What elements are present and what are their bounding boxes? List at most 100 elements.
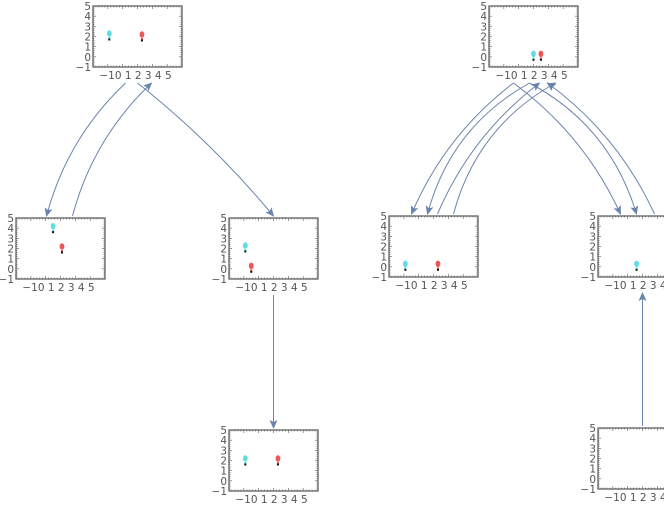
y-tick-label: 5: [84, 1, 91, 13]
y-tick-label: 0: [589, 474, 596, 486]
edges-layer: [44, 82, 655, 429]
cyan-point-dot: [244, 250, 247, 253]
y-tick-label: 3: [589, 231, 596, 243]
y-tick-label: 3: [380, 231, 387, 243]
y-tick-label: 1: [84, 42, 91, 54]
y-tick-label: −1: [581, 484, 596, 496]
y-tick-label: 1: [7, 254, 14, 266]
cyan-point: [50, 222, 56, 230]
y-tick-label: 2: [480, 32, 487, 44]
edge-A-to-B: [44, 82, 126, 217]
y-tick-label: 4: [7, 223, 14, 235]
cyan-point-tail: [244, 248, 247, 252]
edge-E-to-F: [425, 82, 530, 215]
y-tick-label: 2: [380, 242, 387, 254]
edge-E-to-G: [513, 82, 621, 215]
red-point-dot: [250, 270, 253, 273]
cyan-point: [106, 30, 112, 37]
red-point-dot: [140, 39, 143, 42]
y-tick-label: 0: [7, 264, 14, 276]
y-tick-label: 5: [480, 1, 487, 13]
y-tick-label: 3: [84, 21, 91, 33]
y-tick-label: 3: [7, 233, 14, 245]
x-tick-labels: −10 1 2 3 4 5: [99, 70, 171, 82]
red-point: [248, 262, 254, 270]
plot-frame: [228, 217, 319, 280]
y-tick-label: 2: [220, 456, 227, 468]
cyan-point-tail: [52, 229, 55, 233]
y-tick-label: 1: [589, 252, 596, 264]
red-point: [435, 260, 441, 268]
red-point-dot: [60, 251, 63, 254]
y-tick-label: −1: [212, 274, 227, 286]
cyan-point-tail: [244, 462, 247, 465]
plot-frame: [597, 427, 664, 490]
x-tick-labels: −10 1 2 3 4 5: [235, 282, 307, 294]
edge-F-to-E: [437, 82, 541, 215]
y-tick-label: 0: [220, 476, 227, 488]
y-tick-label: 5: [220, 213, 227, 225]
red-point-tail: [60, 250, 63, 253]
plot-frame: [92, 5, 183, 68]
cyan-point-tail: [404, 267, 407, 270]
x-tick-labels: −10 1 2 3 4 5: [235, 494, 307, 506]
y-tick-label: 3: [220, 445, 227, 457]
y-tick-label: 4: [380, 221, 387, 233]
y-tick-label: 1: [589, 464, 596, 476]
plot-frame: [228, 429, 319, 492]
y-tick-label: 4: [589, 221, 596, 233]
red-point-dot: [276, 463, 279, 466]
cyan-point-dot: [404, 268, 407, 271]
plot-frame: [388, 215, 479, 278]
plot-frame: [597, 215, 664, 278]
y-tick-label: 3: [589, 443, 596, 455]
x-tick-labels: −10 1 2 3 4 5: [395, 280, 467, 292]
y-tick-label: −1: [581, 272, 596, 284]
red-point-tail: [436, 267, 439, 270]
x-tick-labels: −10 1 2 3 4 5: [495, 70, 567, 82]
y-tick-label: −1: [472, 62, 487, 74]
y-tick-label: 1: [220, 466, 227, 478]
cyan-point: [242, 242, 248, 249]
red-point-tail: [250, 269, 253, 272]
y-tick-label: 3: [220, 233, 227, 245]
edge-B-to-A: [72, 82, 153, 217]
y-tick-label: 1: [480, 42, 487, 54]
y-tick-label: 1: [220, 254, 227, 266]
y-tick-label: 2: [84, 32, 91, 44]
y-tick-label: −1: [76, 62, 91, 74]
cyan-point-tail: [635, 267, 638, 270]
cyan-point: [634, 260, 639, 268]
y-tick-label: 4: [220, 223, 227, 235]
cyan-point-dot: [635, 268, 638, 271]
cyan-point: [242, 455, 248, 462]
cyan-point-tail: [108, 36, 111, 40]
x-tick-labels: −10 1 2 3 4 5: [604, 280, 664, 292]
y-tick-label: 4: [589, 433, 596, 445]
red-point-tail: [140, 38, 143, 41]
edge-A-to-C: [137, 82, 275, 217]
edge-F-to-E: [453, 82, 557, 215]
y-tick-label: 5: [7, 213, 14, 225]
y-tick-label: 5: [589, 211, 596, 223]
y-tick-label: 4: [220, 435, 227, 447]
red-point-dot: [436, 268, 439, 271]
y-tick-label: 2: [7, 244, 14, 256]
red-point-dot: [539, 58, 542, 61]
red-point: [139, 31, 145, 38]
y-tick-label: 0: [589, 262, 596, 274]
red-point-tail: [276, 462, 279, 465]
y-tick-label: 4: [84, 11, 91, 23]
y-tick-label: 4: [480, 11, 487, 23]
cyan-point-dot: [532, 58, 535, 61]
y-tick-label: 0: [84, 52, 91, 64]
cyan-point: [402, 260, 408, 268]
x-tick-labels: −10 1 2 3 4 5: [22, 282, 94, 294]
